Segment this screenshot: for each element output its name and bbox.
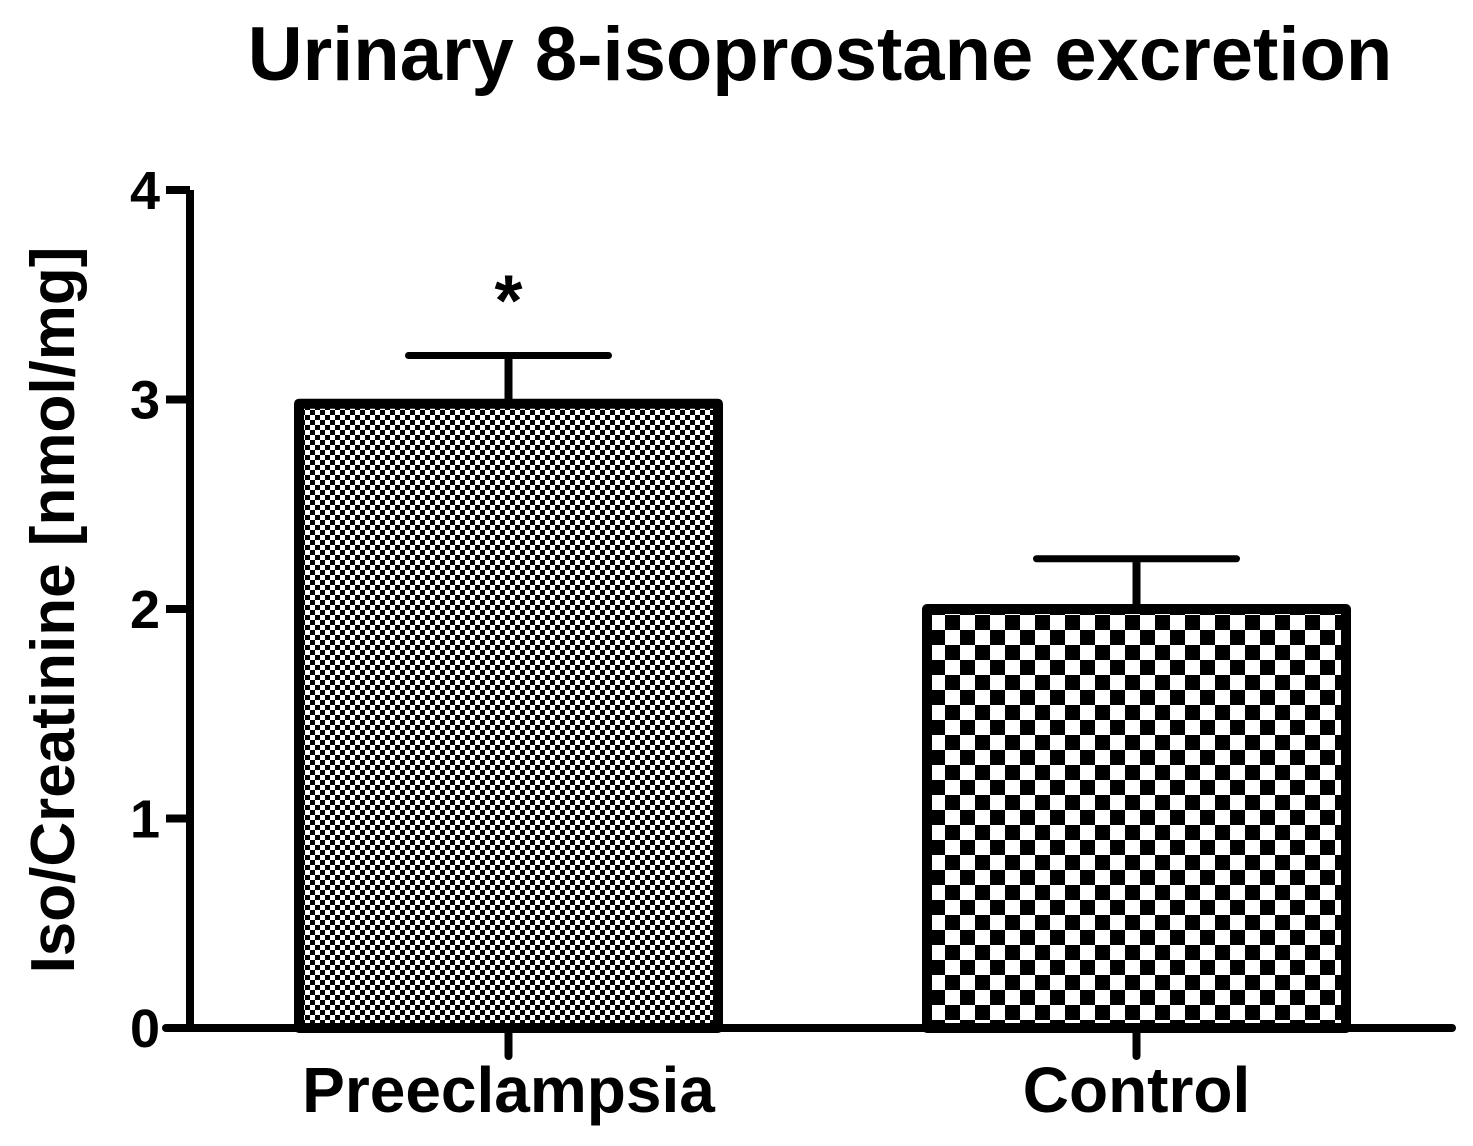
bar-preeclampsia [294,398,723,1033]
bar-control [922,604,1351,1033]
chart-title: Urinary 8-isoprostane excretion [248,12,1393,97]
y-tick-label-1: 1 [130,790,160,850]
y-axis-label: Iso/Creatinine [nmol/mg] [19,247,88,974]
significance-marker-0: * [494,262,522,342]
y-tick-label-4: 4 [130,161,160,221]
y-tick-label-3: 3 [130,371,160,431]
x-tick-label-control: Control [1023,1054,1251,1126]
x-tick-label-preeclampsia: Preeclampsia [302,1054,715,1126]
y-tick-label-2: 2 [130,580,160,640]
y-tick-label-0: 0 [130,999,160,1059]
